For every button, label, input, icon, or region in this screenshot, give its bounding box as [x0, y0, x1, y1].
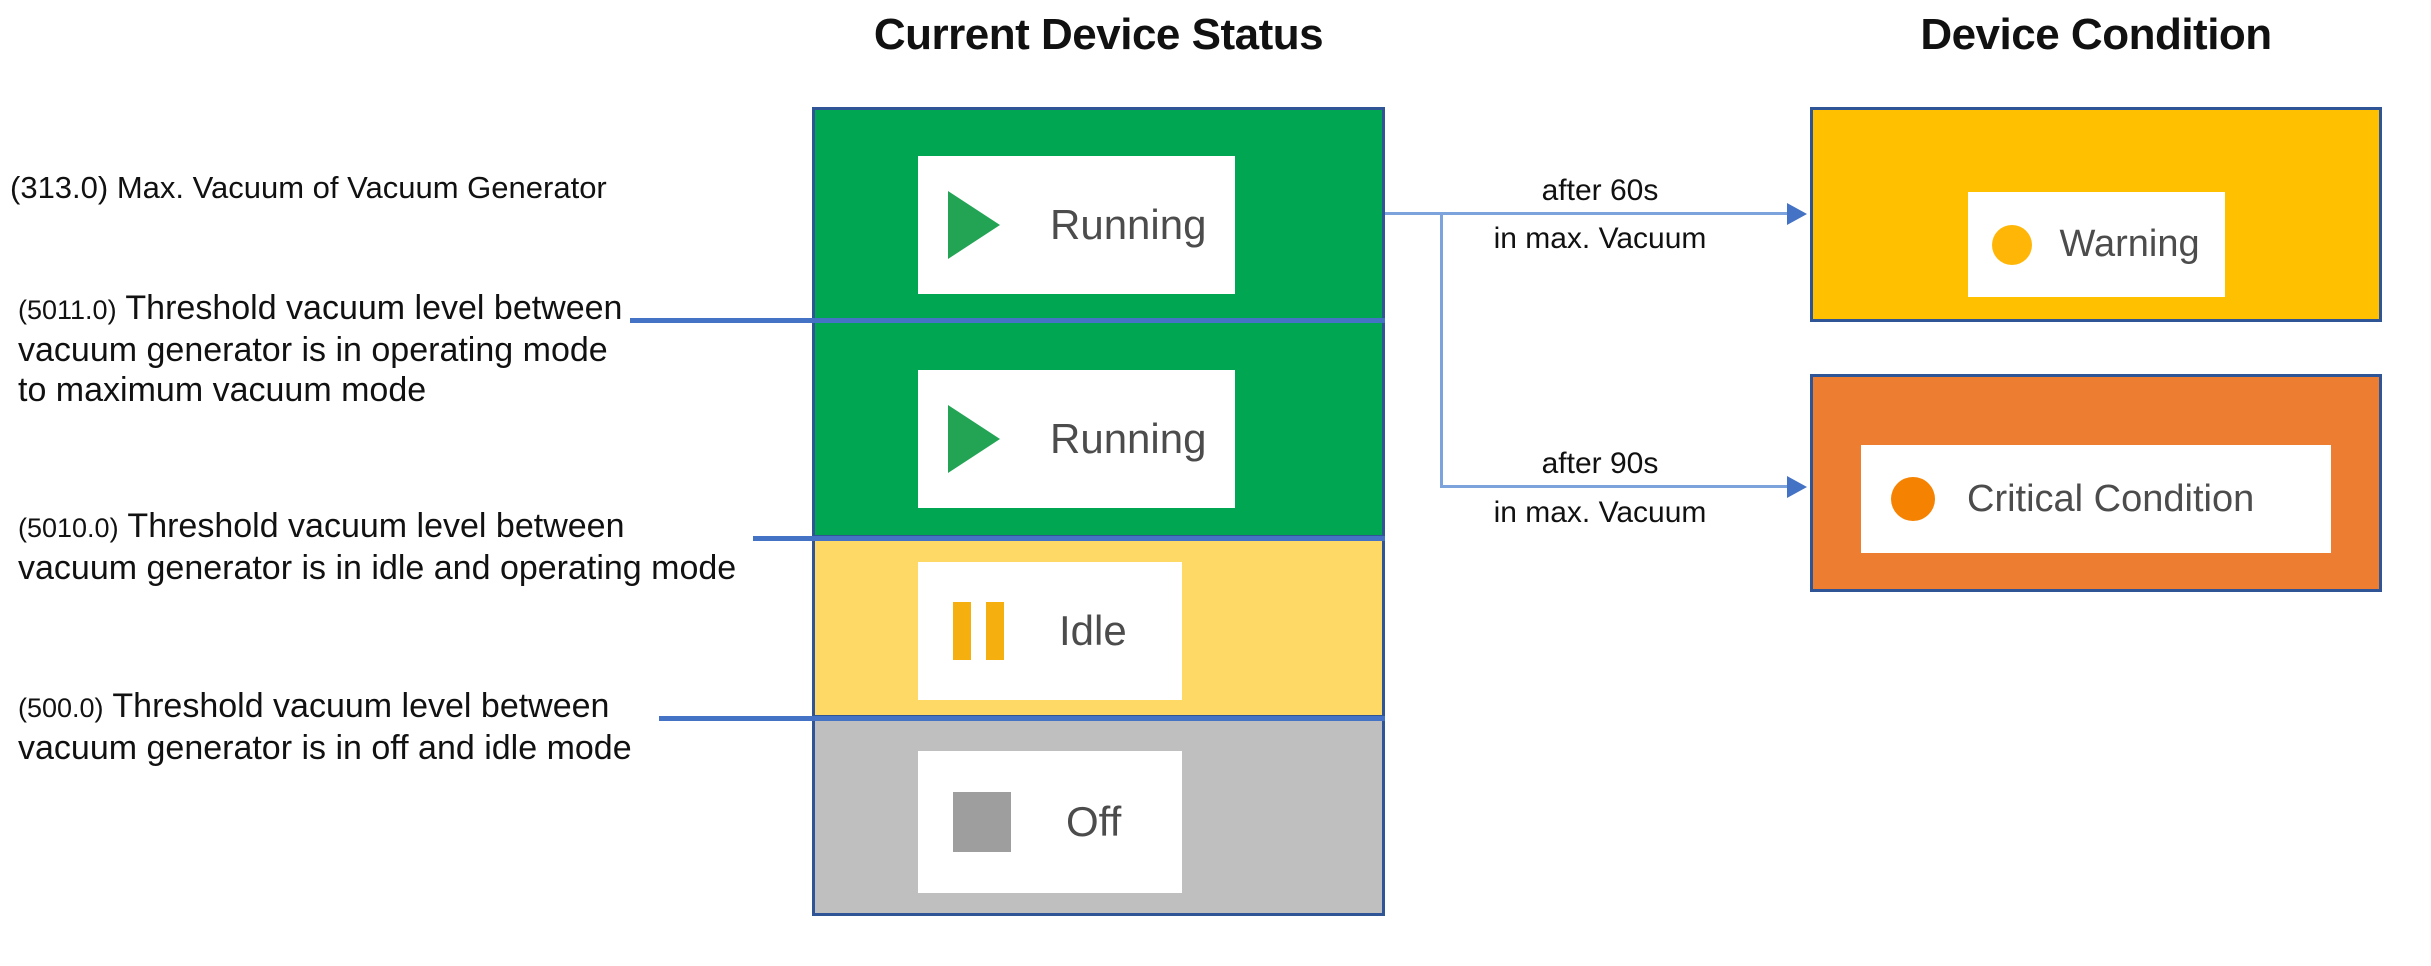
threshold-line-500 [659, 716, 1385, 721]
annotation-value: (5011.0) [18, 295, 117, 325]
annotation-text: Threshold vacuum level between [127, 507, 625, 545]
arrow-after-90s [1440, 485, 1788, 488]
status-box-running-max: Running [812, 107, 1385, 322]
annotation-text: Threshold vacuum level between [125, 289, 623, 327]
current-device-status-title: Current Device Status [873, 10, 1324, 59]
status-label-text: Idle [1059, 607, 1127, 654]
device-condition-title: Device Condition [1920, 10, 2272, 59]
stop-icon [953, 792, 1011, 852]
warning-dot-icon [1991, 224, 2032, 265]
annotation-value: (500.0) [18, 693, 104, 723]
annotation-line: vacuum generator is in off and idle mode [18, 729, 632, 767]
play-icon [948, 405, 1000, 473]
status-label-running-max: Running [918, 155, 1235, 294]
annotation-threshold-5011: (5011.0) Threshold vacuum level between … [18, 288, 622, 410]
status-box-running: Running [812, 320, 1385, 538]
threshold-line-5010 [753, 536, 1385, 541]
annotation-text: Max. Vacuum of Vacuum Generator [116, 170, 607, 205]
condition-box-warning: Warning [1810, 107, 2382, 322]
play-icon [948, 190, 1000, 259]
status-label-off: Off [918, 751, 1182, 893]
arrowhead-after-60s [1787, 203, 1807, 225]
pause-bar [986, 602, 1004, 660]
status-box-idle: Idle [812, 536, 1385, 718]
condition-label-warning: Warning [1967, 192, 2225, 297]
status-label-text: Running [1050, 200, 1207, 248]
condition-box-critical: Critical Condition [1810, 374, 2382, 592]
annotation-line: (313.0) Max. Vacuum of Vacuum Generator [10, 170, 607, 206]
transition-label-after-90s: after 90s [1541, 447, 1659, 480]
annotation-line: (5010.0) Threshold vacuum level between [18, 506, 736, 548]
annotation-line: vacuum generator is in operating mode [18, 331, 608, 369]
threshold-line-5011 [630, 318, 1385, 323]
pause-bar [953, 602, 971, 660]
annotation-line: vacuum generator is in idle and operatin… [18, 549, 737, 587]
status-label-text: Off [1066, 798, 1122, 845]
annotation-line: (5011.0) Threshold vacuum level between [18, 288, 622, 330]
annotation-value: (5010.0) [18, 513, 119, 543]
annotation-text: Threshold vacuum level between [112, 687, 610, 725]
pause-icon [953, 602, 1004, 660]
status-label-idle: Idle [918, 562, 1182, 700]
transition-label-in-max-vacuum: in max. Vacuum [1493, 496, 1707, 529]
critical-dot-icon [1891, 477, 1935, 521]
annotation-line: to maximum vacuum mode [18, 371, 427, 409]
transition-label-in-max-vacuum: in max. Vacuum [1493, 222, 1707, 255]
condition-label-critical: Critical Condition [1861, 445, 2331, 553]
condition-label-text: Critical Condition [1967, 477, 2255, 520]
annotation-max-vacuum: (313.0) Max. Vacuum of Vacuum Generator [10, 170, 607, 206]
arrow-branch-line [1440, 212, 1443, 488]
annotation-line: (500.0) Threshold vacuum level between [18, 686, 632, 728]
status-box-off: Off [812, 716, 1385, 916]
transition-label-after-60s: after 60s [1541, 174, 1659, 207]
arrowhead-after-90s [1787, 476, 1807, 498]
status-label-running: Running [918, 370, 1235, 508]
condition-label-text: Warning [2059, 223, 2200, 265]
status-label-text: Running [1050, 415, 1207, 462]
annotation-threshold-5010: (5010.0) Threshold vacuum level between … [18, 506, 736, 588]
annotation-threshold-500: (500.0) Threshold vacuum level between v… [18, 686, 632, 768]
annotation-value: (313.0) [10, 170, 109, 205]
arrow-after-60s [1385, 212, 1788, 215]
